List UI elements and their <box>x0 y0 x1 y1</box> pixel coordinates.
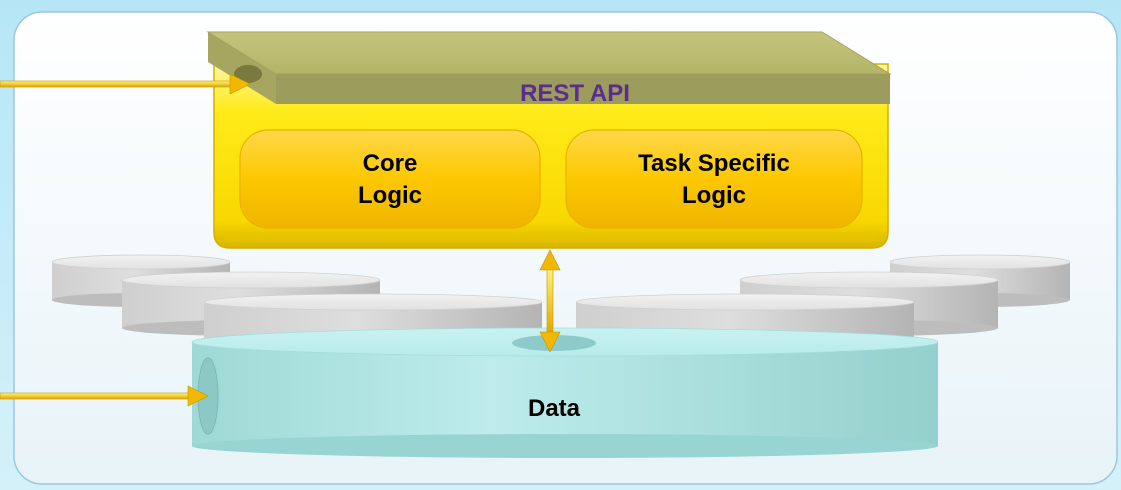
bidirectional-arrow <box>539 249 561 353</box>
task-logic-line2: Logic <box>682 182 746 209</box>
core-logic-box <box>239 129 541 229</box>
rest-api-label: REST API <box>520 80 630 107</box>
api-input-arrow <box>0 73 251 95</box>
data-label: Data <box>528 395 581 422</box>
task-logic-line1: Task Specific <box>638 150 790 177</box>
data-cylinder <box>191 327 939 458</box>
core-logic-line1: Core <box>363 150 418 177</box>
task-specific-logic-box <box>565 129 863 229</box>
data-input-arrow <box>0 385 209 407</box>
core-logic-line2: Logic <box>358 182 422 209</box>
api-port <box>234 65 262 83</box>
rest-api-bar <box>206 31 892 104</box>
